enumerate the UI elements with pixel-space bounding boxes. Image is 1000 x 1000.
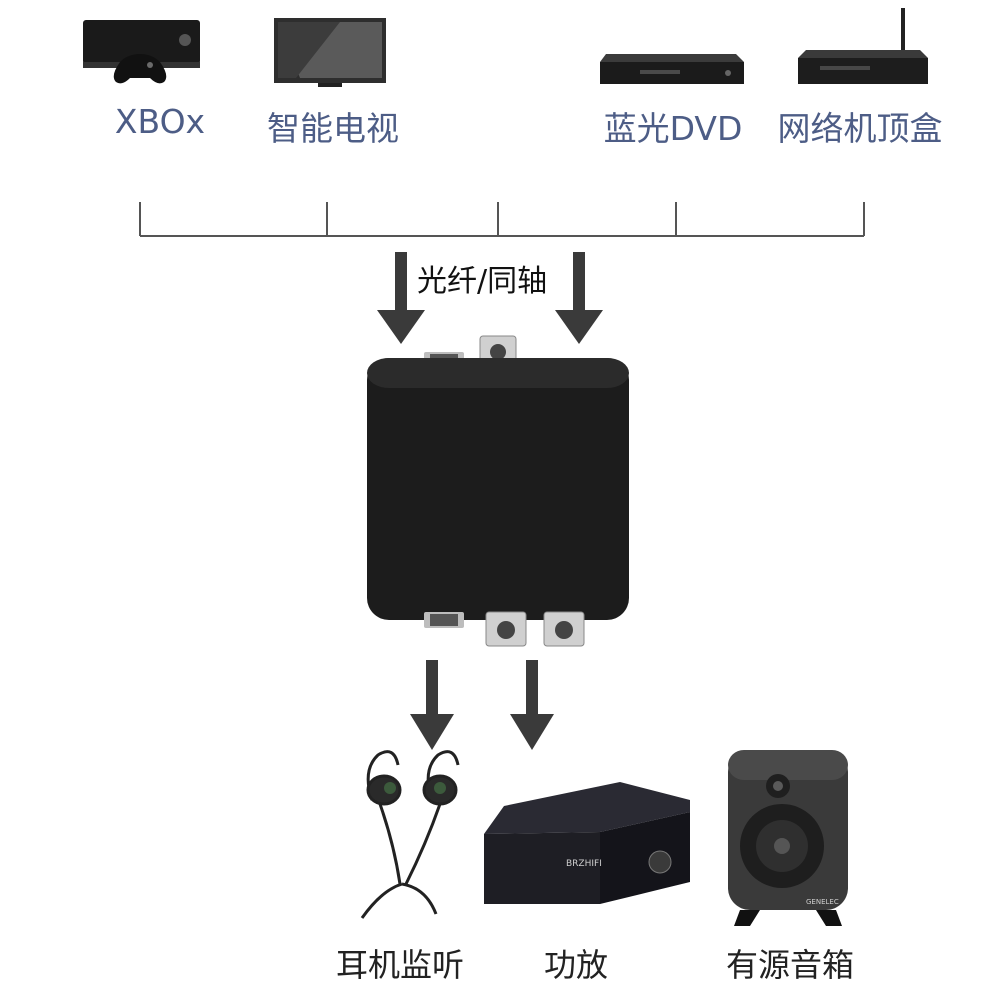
output-label-active-speaker: 有源音箱 [725, 946, 854, 984]
source-label-smart-tv: 智能电视 [267, 109, 399, 148]
input-arrow-left [377, 252, 425, 344]
xbox-console-icon [83, 20, 200, 84]
connection-label: 光纤/同轴 [417, 264, 548, 299]
input-arrow-right [555, 252, 603, 344]
sources-bracket [139, 202, 865, 237]
smart-tv-icon [274, 18, 386, 87]
output-arrow-left [410, 660, 454, 750]
bluray-dvd-player-icon [600, 54, 744, 84]
source-label-xbox: XBOx [114, 102, 206, 141]
output-arrow-right [510, 660, 554, 750]
active-speaker-icon: GENELEC [728, 750, 848, 926]
amplifier-icon: BRZHIFI [484, 782, 690, 904]
earphones-icon [360, 750, 460, 919]
amplifier-brand: BRZHIFI [566, 859, 602, 869]
source-label-set-top-box: 网络机顶盒 [777, 109, 943, 148]
network-set-top-box-icon [798, 8, 928, 84]
audio-converter-box-icon [367, 335, 629, 647]
output-label-earphones: 耳机监听 [335, 946, 464, 984]
source-label-bluray-dvd: 蓝光DVD [603, 109, 743, 148]
output-label-amplifier: 功放 [543, 946, 608, 984]
speaker-brand: GENELEC [806, 898, 839, 906]
